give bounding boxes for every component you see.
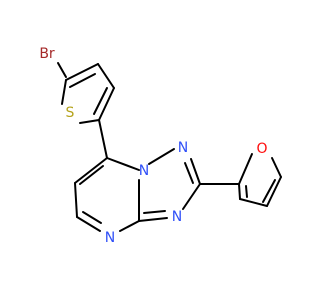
nitrogen-label-n3: N bbox=[172, 209, 182, 225]
bond-n1-c2 bbox=[190, 158, 201, 185]
bond-c5-s bbox=[61, 79, 67, 105]
bond-br-c bbox=[57, 62, 67, 78]
atom-labels: Br S O N N N N bbox=[39, 46, 267, 246]
bond-c5-n4 bbox=[76, 216, 101, 232]
bond-s-c2 bbox=[79, 119, 100, 124]
bond-fc2-o bbox=[238, 153, 253, 185]
bond-c6-c5 bbox=[74, 182, 78, 218]
bond-fc3-fc2-double bbox=[245, 185, 248, 198]
bromine-label: Br bbox=[39, 46, 55, 62]
bond-c3-c2 bbox=[98, 87, 115, 121]
bond-fc5-fc4 bbox=[266, 176, 282, 207]
bond-c7-n8 bbox=[106, 157, 140, 171]
bonds bbox=[57, 62, 282, 232]
bond-c7-c6-double bbox=[79, 165, 104, 185]
bond-fc4-fc3 bbox=[239, 198, 268, 207]
bond-thiophene-c7 bbox=[98, 119, 108, 159]
nitrogen-label-n4: N bbox=[105, 230, 115, 246]
bond-c5-n4-double bbox=[82, 211, 102, 224]
nitrogen-label-n8: N bbox=[139, 163, 149, 179]
bond-c7-c6 bbox=[74, 157, 108, 184]
chemical-structure: Br S O N N N N bbox=[39, 46, 282, 246]
bond-n1-c2-double bbox=[184, 162, 194, 184]
bond-n8-n1 bbox=[148, 148, 175, 165]
bond-o-fc5 bbox=[271, 157, 282, 178]
bond-c3-c2-double bbox=[93, 87, 108, 115]
nitrogen-label-n1: N bbox=[178, 140, 188, 156]
bond-c5-c4-double bbox=[69, 73, 96, 88]
bond-c2-n3 bbox=[182, 183, 201, 210]
structure-canvas: Br S O N N N N bbox=[39, 46, 282, 246]
bond-n4-c3a bbox=[119, 220, 140, 232]
bond-fc3-fc2 bbox=[238, 183, 241, 200]
bond-n3-c3a bbox=[138, 217, 168, 222]
sulfur-label: S bbox=[66, 105, 75, 121]
bond-c5-c4 bbox=[65, 63, 99, 81]
oxygen-label: O bbox=[256, 141, 267, 157]
bond-c4-c3 bbox=[97, 63, 115, 89]
bond-fc5-fc4-double bbox=[262, 179, 276, 203]
bond-n3-c3a-double bbox=[143, 210, 166, 214]
